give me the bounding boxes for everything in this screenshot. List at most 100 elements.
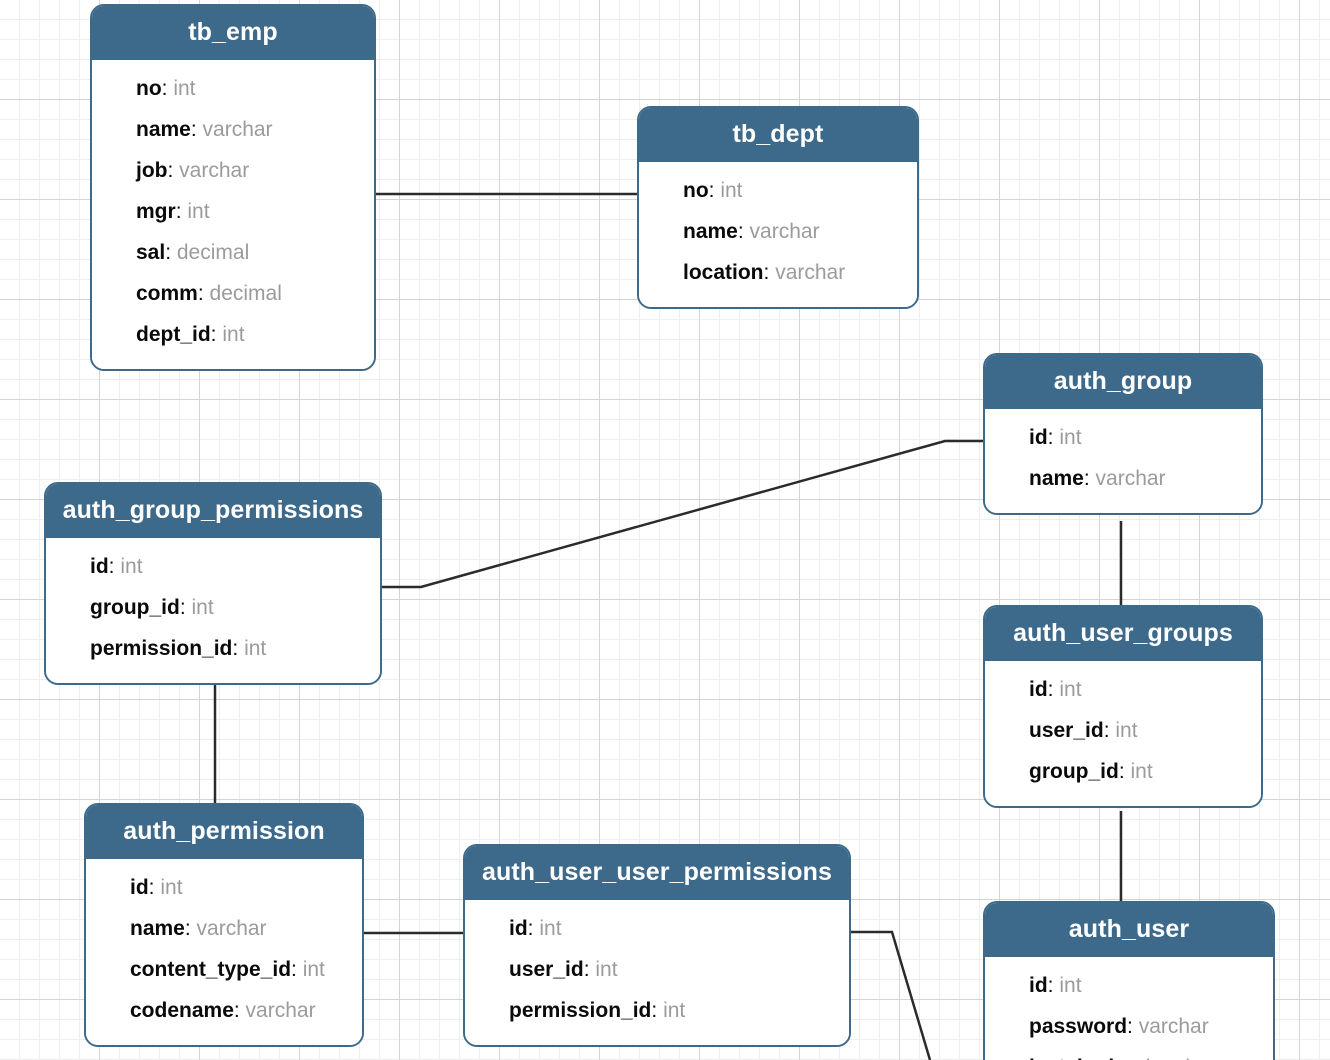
field-type: int: [539, 917, 562, 940]
field-type: int: [222, 323, 245, 346]
field-separator: :: [161, 77, 174, 100]
field-name: id: [509, 917, 528, 940]
entity-field[interactable]: sal: decimal: [92, 232, 374, 273]
entity-title-auth_user_groups: auth_user_groups: [985, 607, 1261, 661]
field-name: user_id: [509, 958, 584, 981]
field-separator: :: [1127, 1056, 1139, 1060]
entity-field[interactable]: job: varchar: [92, 150, 374, 191]
field-separator: :: [651, 999, 664, 1022]
entity-field[interactable]: user_id: int: [465, 949, 849, 990]
field-type: int: [302, 958, 325, 981]
entity-field[interactable]: name: varchar: [985, 458, 1261, 499]
entity-field[interactable]: no: int: [639, 170, 917, 211]
entity-field[interactable]: name: varchar: [86, 908, 362, 949]
field-separator: :: [210, 323, 223, 346]
field-name: name: [1029, 467, 1084, 490]
entity-field[interactable]: password: varchar: [985, 1006, 1273, 1047]
entity-title-tb_emp: tb_emp: [92, 6, 374, 60]
entity-field[interactable]: permission_id: int: [46, 628, 380, 669]
field-name: permission_id: [509, 999, 652, 1022]
field-separator: :: [1047, 426, 1060, 449]
field-name: user_id: [1029, 719, 1104, 742]
field-separator: :: [1127, 1015, 1139, 1038]
entity-field[interactable]: last_login: datetime: [985, 1047, 1273, 1060]
field-name: id: [130, 876, 149, 899]
field-type: datetime: [1139, 1056, 1220, 1060]
field-type: varchar: [179, 159, 250, 182]
entity-field[interactable]: name: varchar: [92, 109, 374, 150]
field-separator: :: [583, 958, 596, 981]
entity-field[interactable]: group_id: int: [46, 587, 380, 628]
field-name: comm: [136, 282, 198, 305]
field-separator: :: [167, 159, 180, 182]
entity-field[interactable]: dept_id: int: [92, 314, 374, 355]
entity-field[interactable]: location: varchar: [639, 252, 917, 293]
field-type: varchar: [775, 261, 846, 284]
entity-field[interactable]: comm: decimal: [92, 273, 374, 314]
field-separator: :: [763, 261, 776, 284]
field-type: varchar: [245, 999, 316, 1022]
relationship-connector[interactable]: [382, 439, 983, 589]
field-name: name: [683, 220, 738, 243]
entity-field[interactable]: codename: varchar: [86, 990, 362, 1031]
field-separator: :: [184, 917, 197, 940]
field-separator: :: [190, 118, 203, 141]
field-name: codename: [130, 999, 234, 1022]
field-type: int: [1115, 719, 1138, 742]
entity-title-auth_user: auth_user: [985, 903, 1273, 957]
field-name: name: [130, 917, 185, 940]
field-separator: :: [737, 220, 750, 243]
entity-field[interactable]: user_id: int: [985, 710, 1261, 751]
entity-title-tb_dept: tb_dept: [639, 108, 917, 162]
field-name: id: [1029, 678, 1048, 701]
entity-field[interactable]: id: int: [985, 669, 1261, 710]
entity-field[interactable]: content_type_id: int: [86, 949, 362, 990]
field-type: int: [244, 637, 267, 660]
field-name: no: [683, 179, 709, 202]
field-type: varchar: [749, 220, 820, 243]
entity-field[interactable]: id: int: [985, 965, 1273, 1006]
entity-title-auth_group: auth_group: [985, 355, 1261, 409]
field-separator: :: [1118, 760, 1131, 783]
entity-field[interactable]: id: int: [985, 417, 1261, 458]
entity-field[interactable]: no: int: [92, 68, 374, 109]
field-type: varchar: [196, 917, 267, 940]
field-type: int: [187, 200, 210, 223]
field-name: content_type_id: [130, 958, 292, 981]
field-type: int: [663, 999, 686, 1022]
field-separator: :: [708, 179, 721, 202]
entity-field[interactable]: id: int: [46, 546, 380, 587]
field-name: mgr: [136, 200, 176, 223]
field-name: id: [1029, 426, 1048, 449]
field-separator: :: [527, 917, 540, 940]
entity-field[interactable]: mgr: int: [92, 191, 374, 232]
entity-field[interactable]: group_id: int: [985, 751, 1261, 792]
entity-field[interactable]: id: int: [86, 867, 362, 908]
field-type: varchar: [1138, 1015, 1209, 1038]
entity-field[interactable]: permission_id: int: [465, 990, 849, 1031]
entity-field[interactable]: name: varchar: [639, 211, 917, 252]
field-separator: :: [148, 876, 161, 899]
field-type: int: [160, 876, 183, 899]
entity-title-auth_user_user_permissions: auth_user_user_permissions: [465, 846, 849, 900]
field-separator: :: [233, 999, 246, 1022]
entity-field[interactable]: id: int: [465, 908, 849, 949]
field-separator: :: [175, 200, 188, 223]
field-separator: :: [165, 241, 177, 264]
field-name: sal: [136, 241, 166, 264]
relationship-connector[interactable]: [851, 930, 932, 1060]
